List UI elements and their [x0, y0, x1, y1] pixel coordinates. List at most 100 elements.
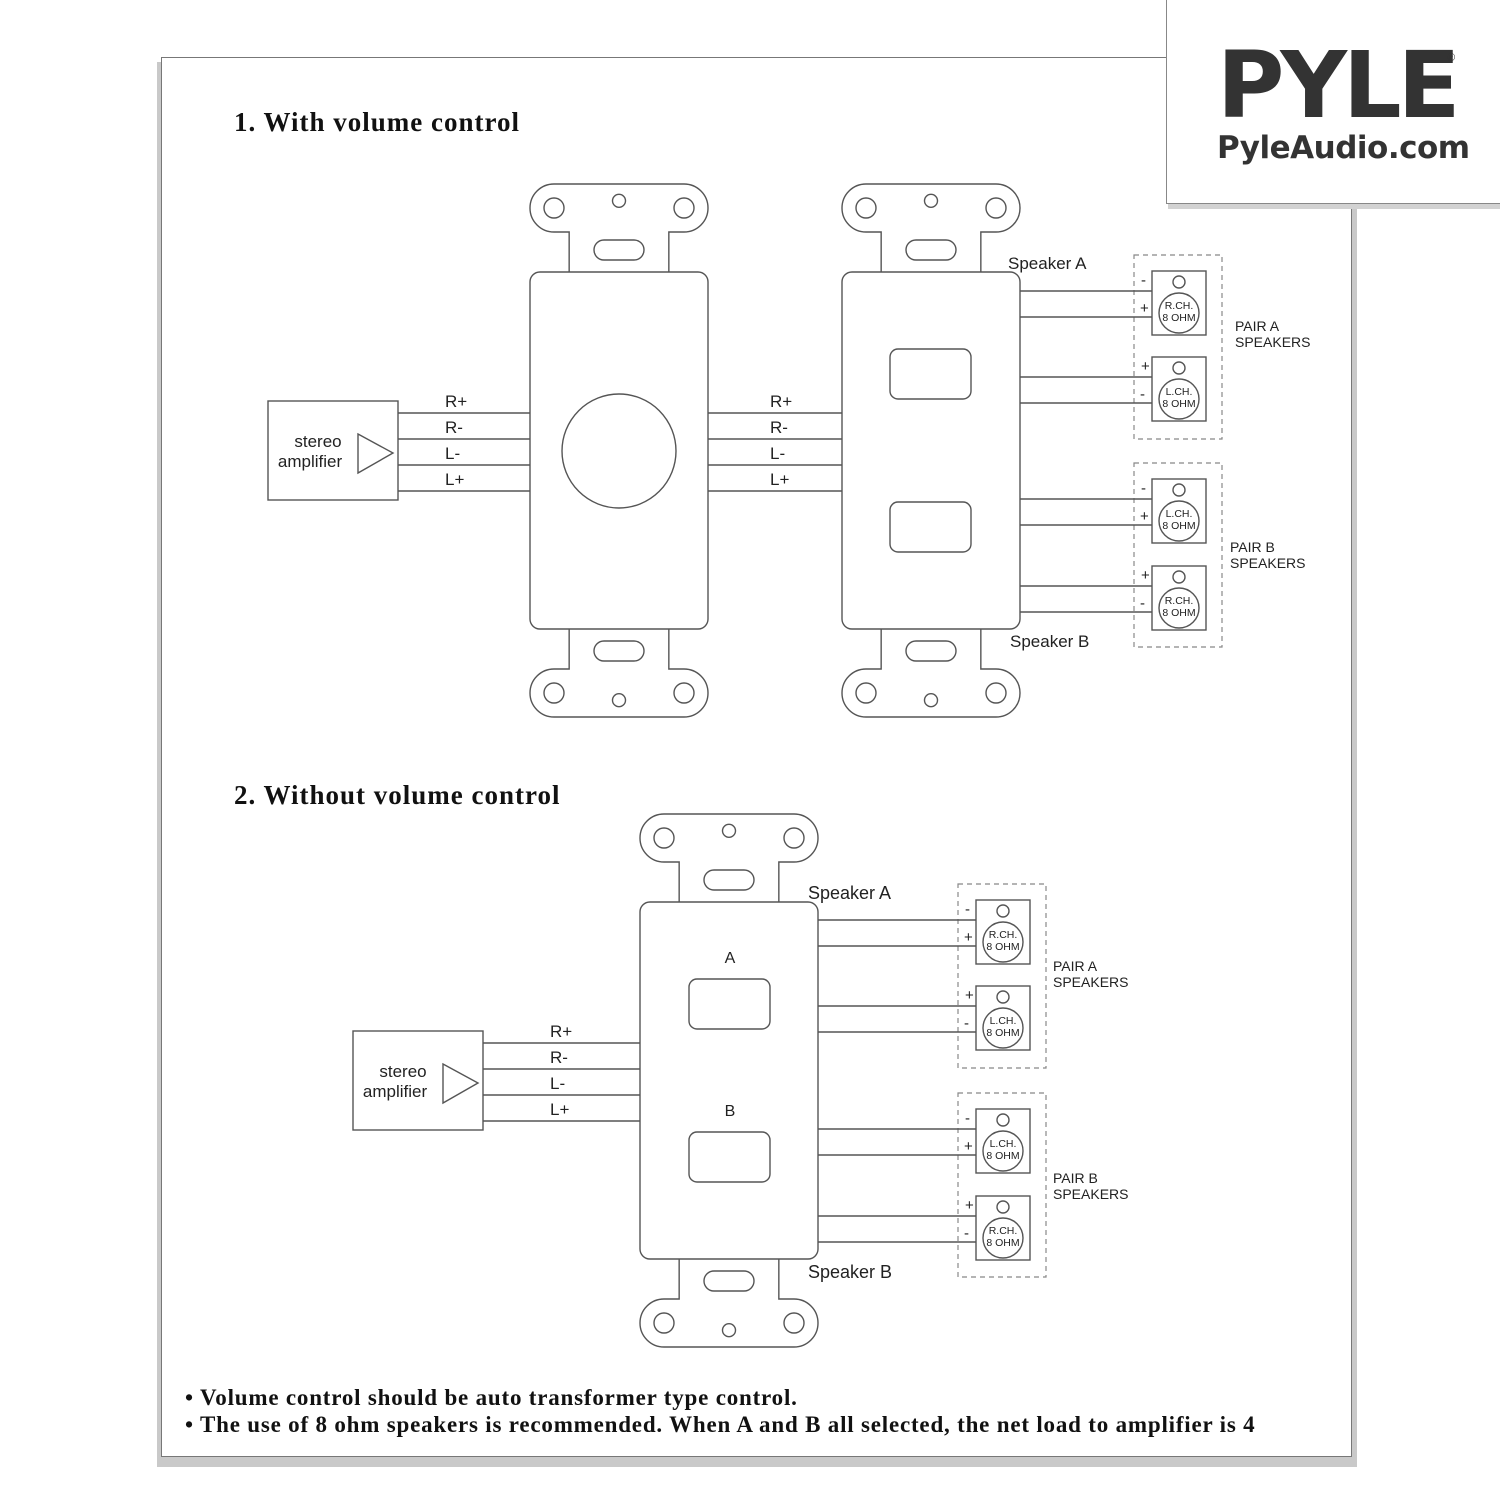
logo-brand: PYLE — [1217, 32, 1461, 139]
tweeter-icon — [996, 1113, 1010, 1127]
woofer-icon — [1158, 500, 1200, 542]
plate-output-wire-label: L+ — [770, 470, 789, 489]
small-hole-icon — [721, 1322, 737, 1338]
stereo-amplifier-2 — [352, 1030, 484, 1131]
pair-b-speakers-1-label: SPEAKERS — [1230, 555, 1305, 571]
screw-hole-icon — [783, 827, 805, 849]
slot-icon — [593, 640, 645, 662]
section-2-heading: 2. Without volume control — [234, 780, 561, 810]
speaker-channel-label: R.CH. — [989, 1225, 1018, 1237]
amplifier-label: amplifier — [363, 1082, 428, 1101]
selector-switch-b — [688, 1131, 771, 1183]
screw-hole-icon — [855, 682, 877, 704]
speaker-b-label: Speaker B — [808, 1262, 892, 1282]
registered-mark: ® — [1447, 52, 1456, 64]
speaker-channel-label: R.CH. — [989, 929, 1018, 941]
terminal-polarity-label: - — [1140, 595, 1145, 612]
pyle-logo: PYLE ® PyleAudio.com — [1166, 0, 1500, 204]
amplifier-triangle-icon — [357, 432, 395, 475]
terminal-polarity-label: - — [965, 901, 970, 918]
screw-hole-icon — [653, 827, 675, 849]
switch-b-label: B — [725, 1103, 736, 1120]
terminal-polarity-label: + — [1141, 358, 1150, 375]
pair-b-speakers-2-label: PAIR B — [1053, 1170, 1098, 1186]
slot-icon — [905, 640, 957, 662]
speaker-cabinet — [1151, 270, 1207, 336]
terminal-polarity-label: - — [1141, 272, 1146, 289]
ear-outline — [841, 629, 1021, 718]
bottom-mounting-ear — [529, 629, 709, 718]
plate-output-wire-label: L- — [770, 444, 785, 463]
selector-switch-a — [889, 348, 972, 400]
note-volume-control: • Volume control should be auto transfor… — [185, 1385, 798, 1410]
tweeter-icon — [1172, 570, 1186, 584]
section-1-heading: 1. With volume control — [234, 107, 521, 137]
speaker-impedance-label: 8 OHM — [986, 1237, 1019, 1249]
speaker-b-label: Speaker B — [1010, 632, 1089, 651]
plate-output-wire-label: R- — [770, 418, 788, 437]
woofer-icon — [982, 1007, 1024, 1049]
small-hole-icon — [923, 193, 939, 209]
woofer-icon — [1158, 378, 1200, 420]
speaker-channel-label: L.CH. — [1166, 508, 1193, 520]
speaker-cabinet — [1151, 356, 1207, 422]
tweeter-icon — [1172, 361, 1186, 375]
screw-hole-icon — [783, 1312, 805, 1334]
speaker-channel-label: R.CH. — [1165, 300, 1194, 312]
tweeter-icon — [996, 904, 1010, 918]
small-hole-icon — [923, 693, 939, 708]
amp-input-2-wire-label: L- — [550, 1074, 565, 1093]
tweeter-icon — [996, 990, 1010, 1004]
tweeter-icon — [1172, 483, 1186, 497]
woofer-icon — [1158, 292, 1200, 334]
woofer-icon — [1158, 587, 1200, 629]
speaker-impedance-label: 8 OHM — [1162, 398, 1195, 410]
pair-b-speakers-2-group — [957, 1092, 1047, 1278]
logo-website: PyleAudio.com — [1217, 130, 1470, 166]
screw-hole-icon — [985, 682, 1007, 704]
pair-b-speakers-2-label: SPEAKERS — [1053, 1186, 1128, 1202]
switch-a-label: A — [725, 950, 736, 967]
terminal-polarity-label: - — [1140, 386, 1145, 403]
speaker-a-label: Speaker A — [808, 883, 891, 903]
terminal-polarity-label: - — [964, 1015, 969, 1032]
speaker-cabinet — [1151, 565, 1207, 631]
slot-icon — [593, 239, 645, 261]
amp-input-wire-label: L- — [445, 444, 460, 463]
top-mounting-ear — [529, 183, 709, 272]
plate-output-wire-label: R+ — [770, 392, 792, 411]
screw-hole-icon — [543, 197, 565, 219]
pair-a-speakers-1-label: SPEAKERS — [1235, 334, 1310, 350]
screw-hole-icon — [855, 197, 877, 219]
small-hole-icon — [611, 193, 627, 209]
speaker-cabinet — [1151, 478, 1207, 544]
pair-a-speakers-2-label: PAIR A — [1053, 958, 1098, 974]
selector-switch-a — [688, 978, 771, 1030]
speaker-channel-label: R.CH. — [1165, 595, 1194, 607]
screw-hole-icon — [985, 197, 1007, 219]
amp-input-wire-label: R- — [445, 418, 463, 437]
terminal-polarity-label: + — [1141, 567, 1150, 584]
amp-input-2-wire-label: L+ — [550, 1100, 569, 1119]
speaker-a-label: Speaker A — [1008, 254, 1087, 273]
small-hole-icon — [611, 693, 627, 708]
ear-outline — [639, 813, 819, 902]
stereo-amplifier-1 — [267, 400, 399, 501]
amplifier-triangle-icon — [442, 1062, 480, 1105]
amp-input-2-wire-label: R+ — [550, 1022, 572, 1041]
pair-a-speakers-2-group — [957, 883, 1047, 1069]
screw-hole-icon — [543, 682, 565, 704]
screw-hole-icon — [673, 197, 695, 219]
terminal-polarity-label: - — [1141, 480, 1146, 497]
speaker-channel-label: L.CH. — [1166, 386, 1193, 398]
note-speaker-load: • The use of 8 ohm speakers is recommend… — [185, 1412, 1256, 1437]
speaker-cabinet — [975, 899, 1031, 965]
amplifier-label: stereo — [379, 1062, 426, 1081]
woofer-icon — [982, 1217, 1024, 1259]
pair-b-speakers-1-label: PAIR B — [1230, 539, 1275, 555]
document-page — [161, 57, 1352, 1457]
bottom-mounting-ear — [639, 1259, 819, 1348]
woofer-icon — [982, 1130, 1024, 1172]
terminal-polarity-label: - — [964, 1225, 969, 1242]
top-mounting-ear — [639, 813, 819, 902]
